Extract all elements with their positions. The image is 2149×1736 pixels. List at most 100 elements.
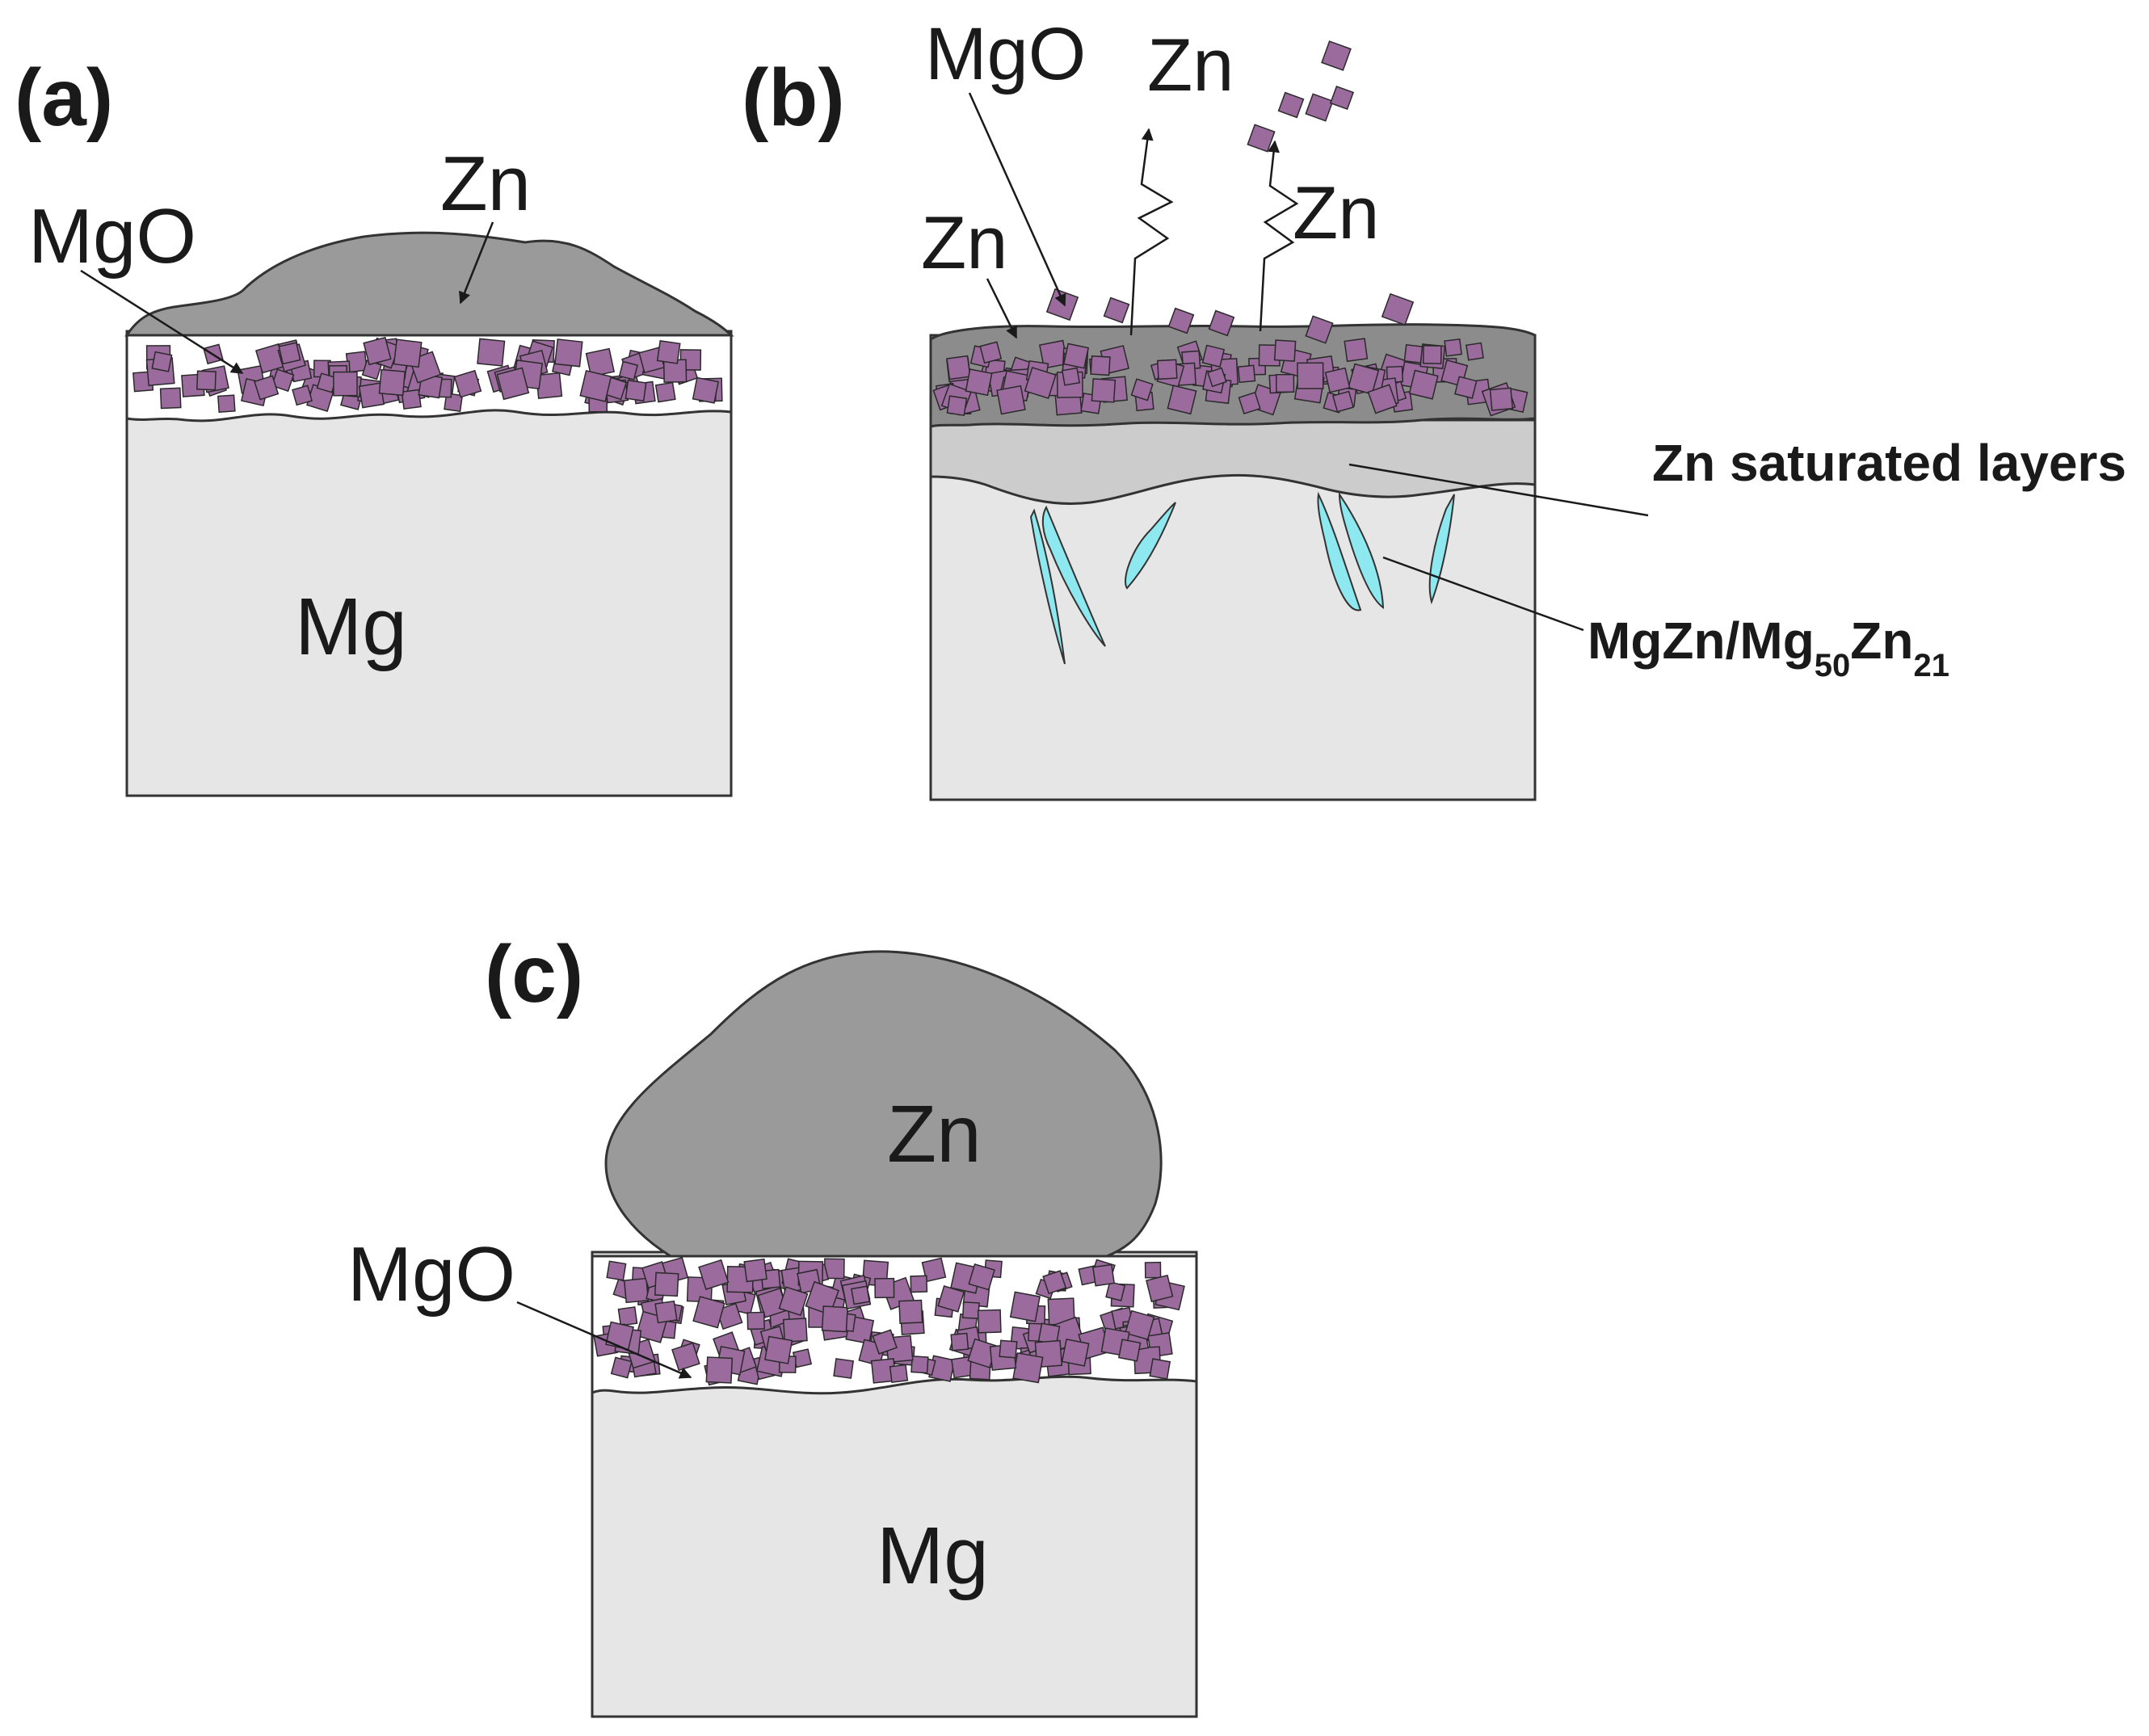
mgo-particle [898,1299,923,1324]
intermetallic-needle [1029,508,1066,665]
mgo-particle [1297,362,1324,389]
mgo-particle [872,1329,898,1355]
panel-c-mgo-particles [593,1256,1185,1386]
mgo-particle [692,376,720,404]
panel-a-zn-label: Zn [440,141,531,227]
panel-b-zn-right-label: Zn [1293,172,1379,254]
mgo-particle [889,1364,909,1384]
mgo-particle [1105,1280,1126,1301]
mgo-particle [1045,288,1079,322]
panel-a-zn-pointer [459,221,494,305]
intermetallic-needle [1125,502,1176,590]
mgo-particle [159,387,182,410]
mgo-particle [1348,363,1380,395]
mgo-particle [874,1277,895,1299]
mgo-particle [1146,1274,1174,1303]
mgo-particle [1012,1352,1044,1384]
mgo-particle [196,370,217,391]
mgo-particle [654,1300,678,1324]
mgo-particle [1422,345,1442,364]
panel-a-mgo-pointer [80,269,244,375]
mgo-particle [625,380,647,402]
mgo-particle [764,1335,793,1364]
mgo-particle [968,1263,995,1291]
panel-a-mgo-label: MgO [28,193,196,280]
mgo-particle [654,381,676,403]
panel-b: (b) MgO Zn Zn Zn Zn saturated layers MgZ… [742,13,2126,801]
mgo-particle [937,1285,965,1313]
mgo-particle [950,1332,969,1351]
mgo-particle [965,368,993,397]
panel-b-zn-left-pointer [986,278,1018,339]
mgo-particle [1273,339,1297,362]
mgo-particle [1201,344,1226,368]
mgo-particle [605,1321,634,1351]
mgo-particle [921,1257,947,1283]
mgo-particle [654,1272,679,1297]
mgo-particle [623,1277,650,1304]
mgo-particle [833,1358,855,1379]
panel-b-mgo-label: MgO [925,13,1086,95]
mgo-particle [782,1318,808,1343]
panel-b-intermetallic-needles [1029,491,1455,665]
mgo-particle [1144,1261,1162,1279]
mgo-particle [1454,376,1478,399]
mgo-particle [1042,1270,1067,1295]
mgo-particle [1444,338,1462,357]
mgo-particle [1367,384,1398,414]
panel-b-intermetallic-label: MgZn/Mg50Zn21 [1588,612,1949,683]
mgo-particle [778,1286,809,1317]
mgo-particle [746,1311,765,1330]
panel-b-label: (b) [742,53,845,143]
intermetallic-needle [1428,494,1455,605]
mgo-particle [453,369,482,398]
mgo-particle [477,338,506,367]
panel-b-mgo-particles [932,40,1529,417]
panel-b-zn-top-label: Zn [1147,24,1234,107]
mgo-particle [217,394,236,413]
mgo-particle [946,395,968,417]
mgo-particle [1024,366,1057,400]
panel-b-zn-saturated-label: Zn saturated layers [1652,434,2126,492]
mgo-particle [946,355,971,380]
mgo-particle [606,1260,627,1281]
mgo-particle [378,368,406,397]
panel-c-zn-label: Zn [887,1089,982,1179]
panel-b-zn-saturated-layer [929,418,1537,505]
mgo-particle [1009,1291,1041,1322]
mgo-particle [271,368,295,393]
panel-b-zn-evaporation-arrow-2 [1259,140,1299,332]
mgo-particle [1403,343,1424,364]
mgo-particle [656,340,681,364]
mgo-particle [1237,364,1256,384]
mgo-particle [996,385,1026,415]
mgo-particle [1305,315,1334,344]
mgo-particle [910,1356,929,1374]
mgo-particle [1090,355,1111,376]
mgo-particle [1275,373,1295,393]
panel-c-label: (c) [485,929,583,1019]
mgo-particle [1489,387,1513,411]
mgo-particle [254,375,280,401]
panel-b-saturated-pointer [1348,463,1649,517]
intermetallic-needle [1041,505,1106,647]
mgo-particle [618,360,639,380]
mgo-particle [1062,367,1080,386]
mgo-particle [1466,342,1484,361]
panel-b-intermetallic-pointer [1382,556,1584,632]
mgo-particle [1247,124,1276,153]
mgo-particle [278,342,301,365]
mgo-particle [363,336,392,366]
mgo-particle [1305,93,1334,122]
mgo-particle [1157,359,1178,380]
mgo-particle [851,1285,871,1305]
mgo-particle [1125,1309,1155,1341]
mgo-particle [1344,338,1369,363]
mgo-particle [1321,40,1352,71]
panel-b-zn-left-label: Zn [921,202,1007,284]
mgo-particle [705,1356,734,1384]
panel-b-zn-evaporation-arrow-1 [1129,128,1174,336]
panel-c-mgo-label: MgO [347,1231,515,1318]
mgo-particle [1167,307,1195,334]
